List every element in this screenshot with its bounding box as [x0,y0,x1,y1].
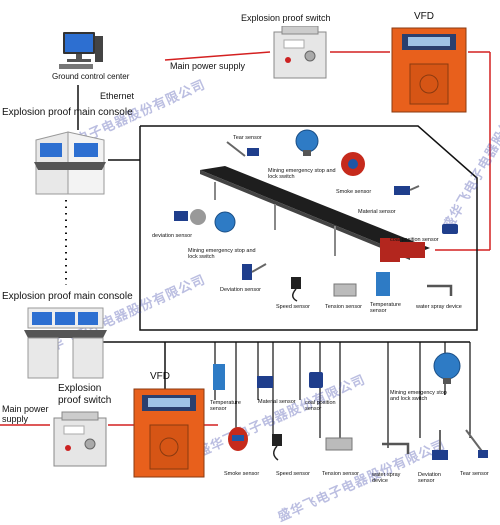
tension-sensor-label: Tension sensor [325,304,362,310]
bus-coal-position-sensor-icon [309,372,323,388]
emergency-stop-label-top: Mining emergency stop and lock switch [268,168,336,181]
ethernet-label: Ethernet [100,91,135,101]
temperature-sensor-icon [376,272,390,296]
deviation-sensor-icon [174,209,206,225]
smoke-sensor-label: Smoke sensor [336,189,372,195]
tension-sensor-icon [333,283,357,297]
material-sensor-label: Material sensor [358,209,396,215]
temperature-sensor-label: Temperature sensor [370,302,401,315]
bus-speed-sensor-label: Speed sensor [276,471,310,477]
deviation-sensor-icon-2 [242,263,267,280]
bus-smoke-sensor-icon [228,427,248,451]
bus-material-sensor-label: Material sensor [258,399,296,405]
bus-temperature-sensor-icon [213,364,225,390]
bus-tear-sensor-label: Tear sensor [460,471,489,477]
bus-material-sensor-icon [257,376,273,388]
emergency-stop-label-mid: Mining emergency stop and lock switch [188,248,256,261]
tear-sensor-label: Tear sensor [233,135,262,141]
main-console-2 [24,307,107,379]
emergency-stop-icon-mid [214,211,236,233]
emergency-stop-icon-top [295,129,319,156]
bus-water-spray-device-label: water spray device [372,472,401,485]
vfd-label-bottom: VFD [150,371,170,382]
vfd-top [391,27,467,113]
main-power-supply-label-top: Main power supply [170,61,246,71]
bus-deviation-sensor-icon [432,430,448,460]
coal-position-sensor-icon [442,224,458,234]
sensor-frame [139,125,478,331]
speed-sensor-label: Speed sensor [276,304,310,310]
bus-tear-sensor-icon [465,429,488,458]
deviation-sensor-label-2: Deviation sensor [220,287,261,293]
bus-tension-sensor-icon [325,437,353,451]
main-console-label-2: Explosion proof main console [2,291,133,302]
ground-control-center-label: Ground control center [52,72,130,81]
main-console-label-1: Explosion proof main console [2,107,133,118]
bus-deviation-sensor-label: Deviation sensor [418,472,441,485]
vfd-label-top: VFD [414,11,434,22]
bus-emergency-stop-label: Mining emergency stop and lock switch [390,390,447,403]
tear-sensor-icon [226,141,259,157]
water-spray-device-icon [427,284,453,296]
bus-water-spray-device-icon [382,442,410,454]
main-console-1 [34,131,106,195]
water-spray-device-label: water spray device [416,304,462,310]
explosion-proof-switch-bottom [53,411,107,467]
bus-smoke-sensor-label: Smoke sensor [224,471,260,477]
explosion-proof-switch-label-bottom: Explosion proof switch [58,383,112,406]
bus-coal-position-sensor-label: coal position sensor [305,400,336,413]
connection-lines [0,51,491,448]
explosion-proof-switch-top [273,26,327,79]
bus-emergency-stop-icon [433,352,461,384]
bus-temperature-sensor-label: Temperature sensor [210,400,241,413]
bus-speed-sensor-icon [272,434,282,461]
main-power-supply-label-bottom: Main power supply [2,404,49,425]
belt-conveyor [200,166,430,262]
deviation-sensor-label: deviation sensor [152,233,193,239]
coal-position-sensor-label: coal position sensor [390,237,439,243]
bus-tension-sensor-label: Tension sensor [322,471,359,477]
main-power-line-top [164,51,271,61]
material-sensor-icon [394,185,420,195]
smoke-sensor-icon [341,152,365,176]
computer-icon [59,32,103,69]
speed-sensor-icon [291,277,301,302]
explosion-proof-switch-label-top: Explosion proof switch [241,13,331,23]
vfd-bottom [133,388,205,478]
